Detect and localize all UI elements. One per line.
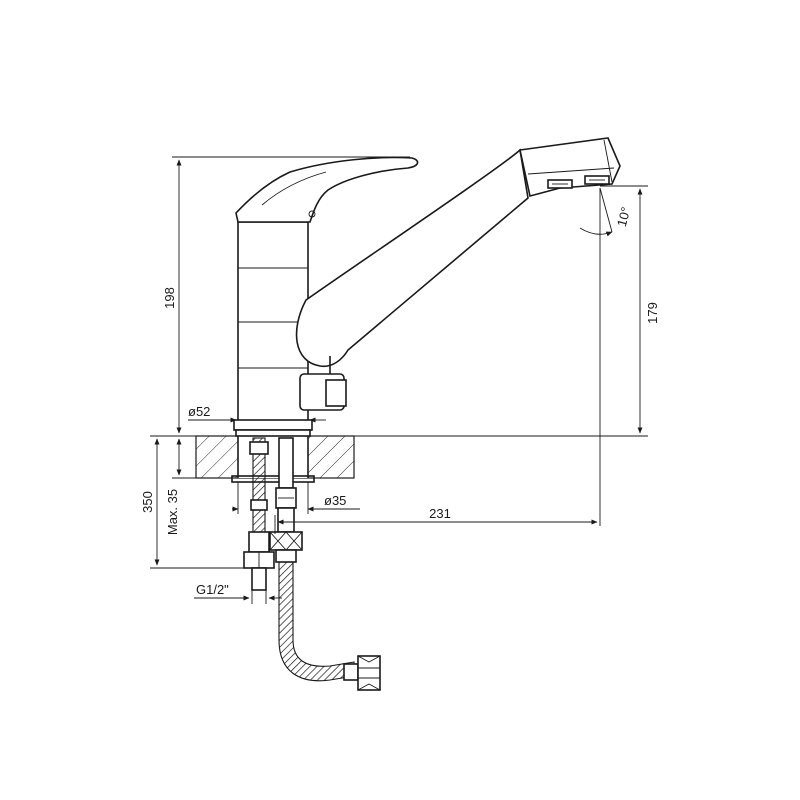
dim-body-diameter: ø52: [188, 404, 326, 423]
countertop: [195, 435, 355, 483]
dim-label-spout-height: 179: [645, 302, 660, 324]
dim-label-spout-reach: 231: [429, 506, 451, 521]
dim-thread: G1/2": [194, 582, 282, 604]
dim-spout-reach: 231: [274, 506, 598, 534]
dim-label-total-height: 198: [162, 287, 177, 309]
aerator-head: [519, 137, 621, 197]
supply-hoses: [243, 437, 381, 691]
dim-label-counter-thickness: Max. 35: [165, 489, 180, 535]
hose-nut-end: [343, 655, 381, 691]
dim-total-height: 198: [162, 156, 410, 437]
hose-nut-upper: [269, 531, 303, 551]
dim-label-hose-length: 350: [140, 491, 155, 513]
dim-hose-length: 350: [140, 435, 246, 569]
dim-spout-height: 179: [312, 185, 660, 437]
dim-label-mount-hole: ø35: [324, 493, 346, 508]
dim-spout-angle: 10°: [579, 187, 634, 526]
dim-label-spout-angle: 10°: [614, 205, 634, 228]
dimension-annotations: 198 179 10° ø52 ø35: [140, 156, 660, 604]
spout: [295, 148, 529, 411]
lever-handle: [235, 156, 419, 223]
dim-mount-hole: ø35: [232, 482, 360, 514]
dim-label-thread: G1/2": [196, 582, 229, 597]
dim-label-body-diameter: ø52: [188, 404, 210, 419]
dim-counter-thickness: Max. 35: [165, 438, 196, 535]
